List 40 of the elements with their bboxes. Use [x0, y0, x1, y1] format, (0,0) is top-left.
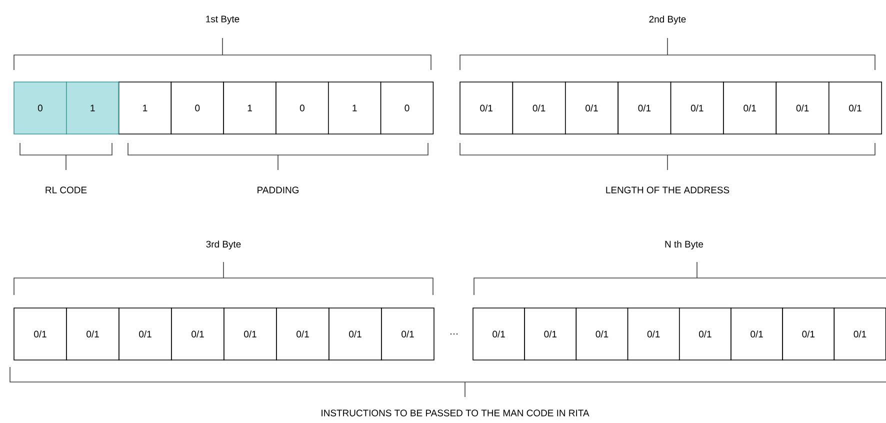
- bit-cell: 1: [118, 82, 172, 134]
- bit-cell: 0/1: [576, 308, 628, 360]
- bit-cell: 0/1: [14, 308, 67, 360]
- bit-cell: 0/1: [627, 308, 680, 360]
- bit-cell: 0/1: [460, 82, 514, 134]
- bit-cell: 0/1: [670, 82, 724, 134]
- bit-cell: 1: [328, 82, 382, 134]
- bit-cell: 0/1: [565, 82, 618, 134]
- bit-cell: 0/1: [776, 82, 830, 134]
- bit-cell: 0: [170, 82, 224, 134]
- bit-cell: 0/1: [730, 308, 783, 360]
- bracket-label: N th Byte: [665, 240, 704, 250]
- bit-cell: 0: [14, 82, 67, 134]
- bit-cell: 0/1: [276, 308, 330, 360]
- bit-cell: 1: [66, 82, 120, 134]
- bit-cell: 0/1: [171, 308, 224, 360]
- bit-cell: 0/1: [381, 308, 434, 360]
- bit-cell: 0/1: [472, 308, 525, 360]
- bracket-label: RL CODE: [46, 186, 87, 194]
- bracket-label: PADDING: [258, 186, 298, 194]
- bracket-label: 2nd Byte: [649, 16, 686, 24]
- bit-cell: 0/1: [524, 308, 577, 360]
- bit-cell: 0: [380, 82, 434, 134]
- bit-cell: 0/1: [118, 308, 172, 360]
- bracket-label: 3rd Byte: [206, 240, 241, 250]
- bracket-label: LENGTH OF THE ADDRESS: [606, 186, 730, 194]
- bit-cell: 0/1: [723, 82, 777, 134]
- bit-cell: 0/1: [679, 308, 732, 360]
- bracket-label: 1st Byte: [206, 16, 240, 24]
- bit-cell: 0/1: [224, 308, 277, 360]
- bit-cell: 0/1: [834, 308, 886, 360]
- bit-cell: 1: [223, 82, 276, 134]
- bit-cell: 0/1: [328, 308, 382, 360]
- bit-cell: 0/1: [618, 82, 672, 134]
- bit-cell: 0/1: [512, 82, 566, 134]
- bit-cell: 0: [276, 82, 329, 134]
- bit-cell: 0/1: [828, 82, 882, 134]
- bit-cell: 0/1: [66, 308, 120, 360]
- bit-cell: 0/1: [782, 308, 835, 360]
- bracket-label: INSTRUCTIONS TO BE PASSED TO THE MAN CODE IN RITA: [322, 410, 590, 416]
